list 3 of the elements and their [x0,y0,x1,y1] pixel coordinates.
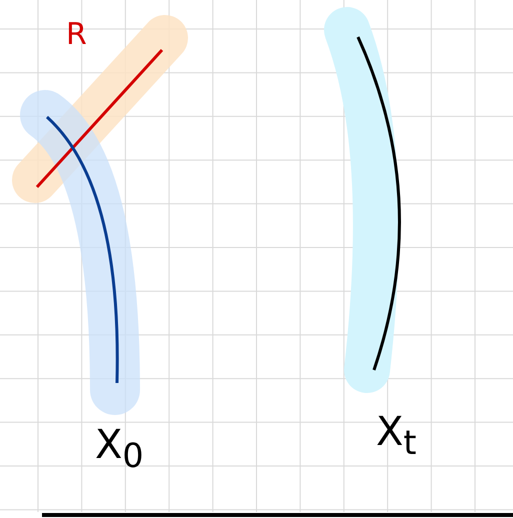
variable-label: R [66,20,87,50]
variable-label: X$_{t}$ [376,412,416,460]
variable-label: X$_{0}$ [95,425,144,472]
